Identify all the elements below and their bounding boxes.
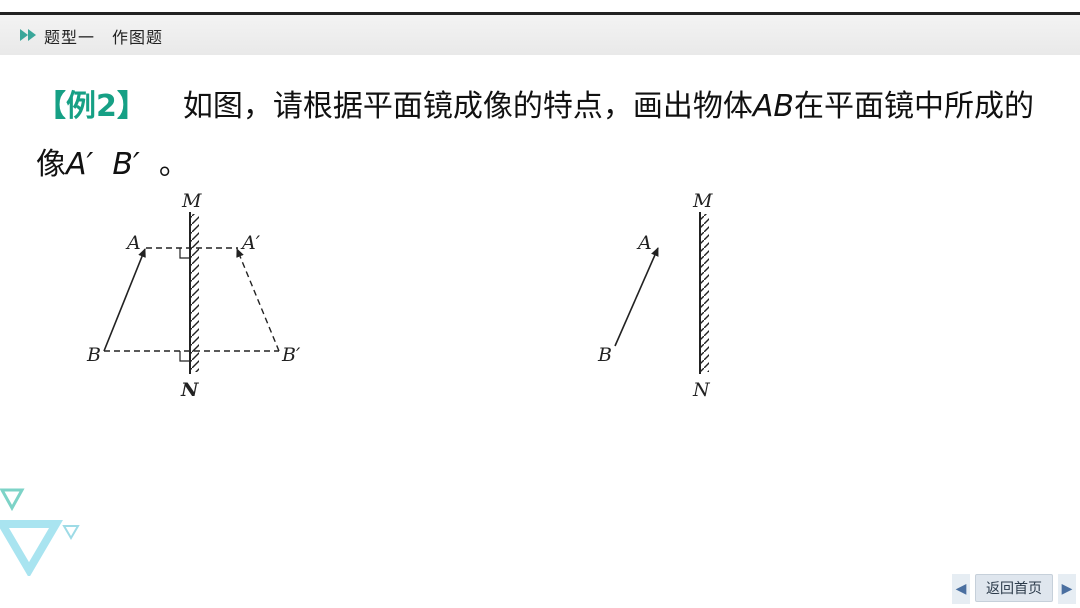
image-a-prime-b-prime	[236, 248, 280, 352]
left-label-b: B	[86, 344, 101, 366]
decorative-triangles	[0, 488, 80, 576]
triangle-left-icon[interactable]: ◀	[952, 574, 970, 604]
double-chevron-right-icon	[20, 29, 36, 41]
label-ab: AB	[752, 89, 794, 124]
triangle-right-icon[interactable]: ▶	[1058, 574, 1076, 604]
object-ab	[103, 248, 146, 352]
question-diagram: M N A B	[597, 190, 713, 401]
left-label-a-image: A′	[240, 232, 261, 254]
right-angle-top	[179, 248, 190, 259]
right-label-m: M	[692, 190, 713, 212]
top-rule	[0, 12, 1080, 15]
problem-text-1: 如图，请根据平面镜成像的特点，画出物体	[182, 89, 753, 124]
object-ab-right	[614, 247, 659, 347]
right-label-a: A	[636, 232, 652, 254]
section-title: 题型一 作图题	[44, 28, 164, 47]
right-label-n: N	[692, 379, 711, 401]
left-label-m: M	[181, 190, 202, 212]
label-b-prime: B′	[112, 147, 140, 182]
problem-text-2: 在平面镜中所成的像	[36, 89, 1034, 182]
left-label-n: N	[180, 379, 199, 401]
answer-diagram: M N A B A′ B′	[86, 190, 301, 401]
label-a-prime: A′	[66, 147, 94, 182]
header-band	[0, 15, 1080, 55]
mirror-hatch-right	[700, 214, 709, 372]
example-tag: 【例2】	[36, 89, 147, 124]
right-label-b: B	[597, 344, 612, 366]
problem-end: 。	[158, 147, 189, 182]
home-button[interactable]: 返回首页	[975, 574, 1053, 602]
mirror-hatch	[190, 214, 199, 372]
left-label-a: A	[125, 232, 141, 254]
left-label-b-image: B′	[281, 344, 301, 366]
problem-statement: 【例2】如图，请根据平面镜成像的特点，画出物体AB在平面镜中所成的像A′ B′ …	[36, 78, 1046, 194]
right-angle-bottom	[179, 351, 190, 362]
